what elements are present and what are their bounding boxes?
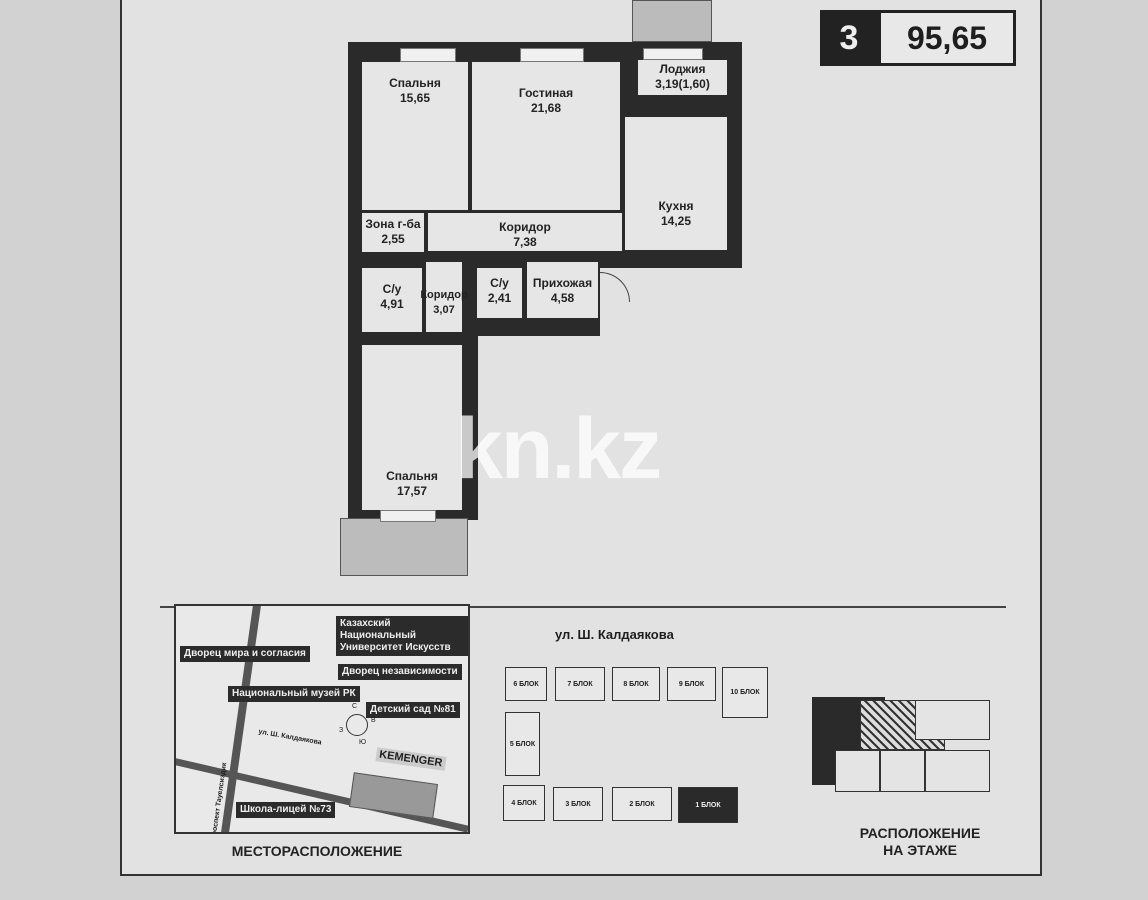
road bbox=[216, 606, 264, 832]
apartment bbox=[880, 750, 925, 792]
compass-west: З bbox=[339, 727, 344, 734]
rooms-count-badge: 3 bbox=[820, 10, 878, 66]
landmark-label: Национальный музей РК bbox=[228, 686, 360, 702]
block-7: 7 БЛОК bbox=[555, 667, 605, 701]
landmark-label: Дворец мира и согласия bbox=[180, 646, 310, 662]
balcony-bottom bbox=[340, 518, 468, 576]
block-4: 4 БЛОК bbox=[503, 785, 545, 821]
landmark-label: Школа-лицей №73 bbox=[236, 802, 336, 818]
complex-label: KEMENGER bbox=[375, 747, 447, 771]
block-8: 8 БЛОК bbox=[612, 667, 660, 701]
compass-south: Ю bbox=[359, 739, 367, 746]
watermark-logo: kn.kz bbox=[455, 401, 662, 497]
divider bbox=[160, 606, 1006, 608]
total-area-badge: 95,65 bbox=[878, 10, 1016, 66]
apartment bbox=[915, 700, 990, 740]
window bbox=[520, 48, 584, 62]
block-9: 9 БЛОК bbox=[667, 667, 716, 701]
complex-building bbox=[348, 772, 439, 819]
block-3: 3 БЛОК bbox=[553, 787, 603, 821]
block-2: 2 БЛОК bbox=[612, 787, 672, 821]
compass-east: В bbox=[371, 717, 376, 724]
balcony-top bbox=[632, 0, 712, 42]
location-map: Казахский Национальный Университет Искус… bbox=[174, 604, 470, 834]
block-1-current: 1 БЛОК bbox=[678, 787, 738, 823]
landmark-label: Детский сад №81 bbox=[366, 702, 460, 718]
block-10: 10 БЛОК bbox=[722, 667, 768, 718]
landmark-label: Дворец независимости bbox=[338, 664, 462, 680]
window bbox=[400, 48, 456, 62]
block-5: 5 БЛОК bbox=[505, 712, 540, 776]
block-6: 6 БЛОК bbox=[505, 667, 547, 701]
street-label: ул. Ш. Калдаякова bbox=[555, 627, 674, 642]
window bbox=[380, 510, 436, 522]
compass-north: С bbox=[352, 703, 358, 710]
map-caption: МЕСТОРАСПОЛОЖЕНИЕ bbox=[231, 843, 403, 859]
apartment bbox=[925, 750, 990, 792]
street-label: ул. Ш. Калдаякова bbox=[257, 728, 323, 747]
floor-caption-line2: НА ЭТАЖЕ bbox=[883, 842, 957, 858]
landmark-label: Казахский Национальный Университет Искус… bbox=[336, 616, 468, 656]
compass-icon: С В З Ю bbox=[339, 703, 376, 746]
window bbox=[643, 48, 703, 60]
floor-caption-line1: РАСПОЛОЖЕНИЕ bbox=[859, 825, 981, 841]
apartment bbox=[835, 750, 880, 792]
